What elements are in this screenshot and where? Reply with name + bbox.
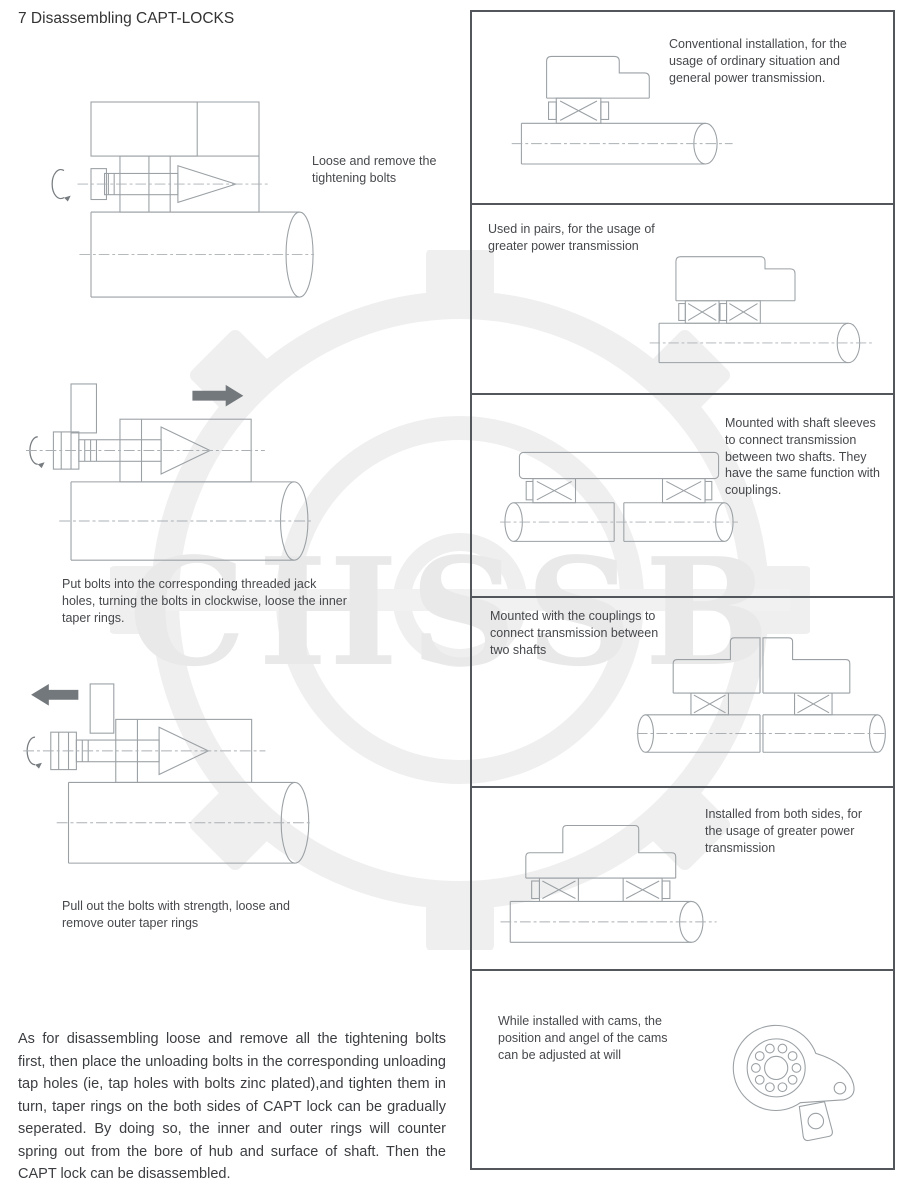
disassembly-paragraph: As for disassembling loose and remove al… <box>18 1031 446 1182</box>
installation-row-both-sides: Installed from both sides, for the usage… <box>472 788 893 971</box>
rotate-arrow-icon <box>29 436 45 469</box>
installation-row-couplings: Mounted with the couplings to connect tr… <box>472 598 893 788</box>
step2-caption: Put bolts into the corresponding threade… <box>62 577 347 625</box>
rotate-arrow-icon <box>51 168 71 202</box>
installation-row-cams: While installed with cams, the position … <box>472 971 893 1168</box>
gear-logo-watermark <box>110 250 810 950</box>
row-caption: Mounted with the couplings to connect tr… <box>490 609 659 657</box>
conventional-installation-diagram <box>511 55 733 165</box>
row-caption: While installed with cams, the position … <box>498 1014 668 1062</box>
gear-teeth <box>110 250 810 950</box>
paired-installation-diagram <box>649 256 875 364</box>
step2-diagram <box>25 383 311 561</box>
hub-hatch-section <box>89 683 115 734</box>
row-caption: Mounted with shaft sleeves to connect tr… <box>725 416 880 497</box>
step3-diagram <box>23 683 312 864</box>
push-right-arrow-icon <box>192 384 244 407</box>
row-caption: Installed from both sides, for the usage… <box>705 807 863 855</box>
pull-left-arrow-icon <box>31 683 79 706</box>
step1-diagram <box>51 101 315 298</box>
watermark-text: CHSSB <box>128 525 782 699</box>
step3-caption: Pull out the bolts with strength, loose … <box>62 899 290 930</box>
installation-row-shaft-sleeves: Mounted with shaft sleeves to connect tr… <box>472 395 893 598</box>
row-caption: Used in pairs, for the usage of greater … <box>488 222 655 253</box>
hub-hatch-section <box>70 383 98 434</box>
page-title: 7 Disassembling CAPT-LOCKS <box>18 10 235 27</box>
row-caption: Conventional installation, for the usage… <box>669 37 847 85</box>
both-sides-diagram <box>500 824 717 943</box>
rotate-arrow-icon <box>26 736 42 769</box>
installation-row-pairs: Used in pairs, for the usage of greater … <box>472 205 893 395</box>
bearing-balls <box>750 1043 802 1093</box>
step1-caption: Loose and remove the tightening bolts <box>312 154 437 185</box>
installation-panel: Conventional installation, for the usage… <box>470 10 895 1170</box>
coupling-diagram <box>636 637 887 753</box>
shaft-sleeve-diagram <box>500 451 738 542</box>
cam-diagram <box>732 1024 855 1142</box>
installation-row-conventional: Conventional installation, for the usage… <box>472 12 893 205</box>
hub-hatch-section <box>90 101 198 157</box>
